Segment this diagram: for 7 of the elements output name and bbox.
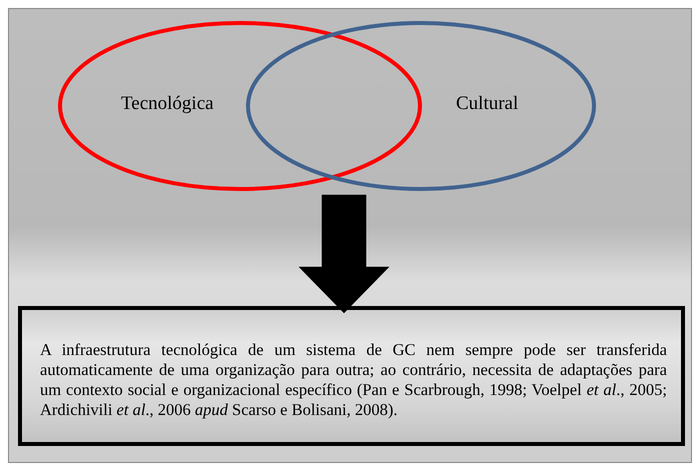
category-label: Cultural [456,93,518,115]
text-box [18,306,685,446]
category-label: Tecnológica [121,93,214,115]
paragraph: A infraestrutura tecnológica de um sistema de GC nem sempre pode ser transferida automaticamente de uma organização para outra; ao contrário, necessita de adaptações para um contexto social e organizacional específico (Pan e Scarbrough, 1998; Voelpel et al., 2005; Ardichivili et al., 2006 apud Scarso e Bolisani, 2008). [40,340,667,420]
block-arrow [344,194,390,314]
panel-background [8,8,692,463]
block-arrow [298,194,344,314]
